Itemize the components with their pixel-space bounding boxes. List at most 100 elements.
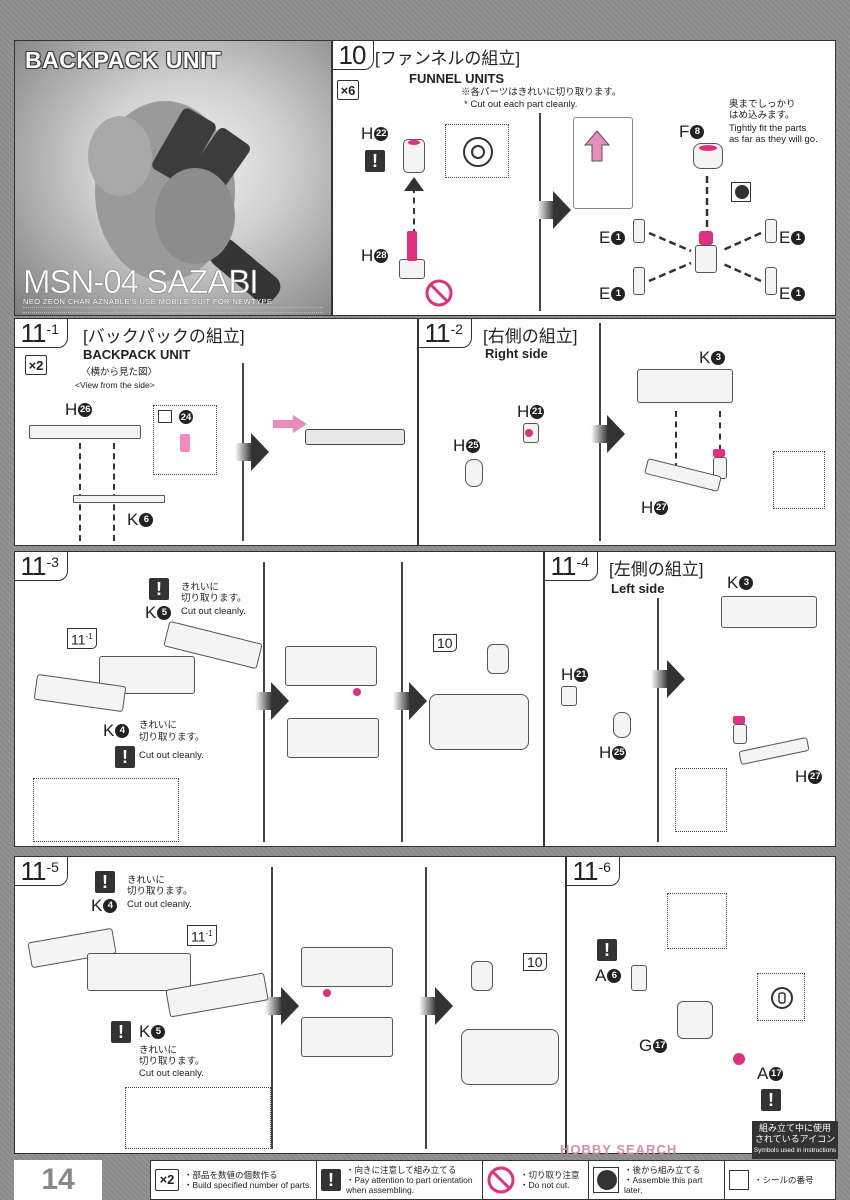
part-h22 [403,139,425,173]
step-title-en: Left side [611,581,665,596]
legend-header-jp-2: されているアイコン [754,1134,836,1144]
cut-note-jp-1: きれいに [127,875,166,886]
step-number: 11 [20,317,47,348]
cut-note-jp-1: きれいに [181,582,220,593]
lower-half [287,718,379,758]
pink-highlight [699,231,713,245]
part-e1 [765,219,777,243]
watermark: HOBBY SEARCH [560,1142,678,1157]
step-number-tab: 11-2 [417,317,472,348]
cut-note-jp: ※各パーツはきれいに切り取ります。 [461,87,622,98]
cut-note-en: Cut out cleanly. [139,1068,204,1079]
sticker-icon [158,410,172,423]
assemble-later-icon [731,182,751,202]
step-number-tab: 11-4 [543,550,598,581]
assemble-later-icon [593,1167,619,1193]
hero-subtitle: NEO ZEON CHAR AZNABLE'S USE MOBILE SUIT … [23,297,273,306]
lower-half [301,1017,393,1057]
next-step-arrow-icon [255,682,289,720]
backpack-subassembly [87,953,191,991]
next-step-arrow-icon [419,987,453,1025]
step-sub-number: -5 [46,858,59,875]
cut-note-jp-1: きれいに [139,1045,178,1056]
step-title-jp: [バックパックの組立] [83,327,245,346]
up-arrow-pink-icon [583,130,611,162]
assembly-arrow [675,411,677,469]
part-e1 [765,267,777,295]
legend-jp: ・シールの番号 [754,1175,814,1185]
detail-box: 24 [153,405,217,475]
legend-jp: ・部品を数値の個数作る [184,1170,278,1180]
fit-note-jp-1: 奥までしっかり [729,99,796,110]
part-e1 [633,267,645,295]
upper-half [301,947,393,987]
step-number: 11 [572,855,599,886]
legend-jp: ・向きに注意して組み立てる [346,1165,457,1175]
funnel-assembly [695,245,717,273]
funnel-unit [487,644,509,674]
upper-half [285,646,377,686]
divider [657,598,659,842]
assembly-arrow [113,443,115,541]
step-number-tab: 11-3 [13,550,68,581]
step-sub-number: -4 [576,553,589,570]
pink-highlight [323,989,331,997]
detail-box [773,451,825,509]
cut-note-jp-2: 切り取ります。 [139,732,205,743]
part-h25 [613,712,631,738]
right-arrow-pink-icon [273,415,307,433]
step-number: 10 [338,39,367,70]
part-h25 [465,459,483,487]
step-11-1-panel: 11-1 [バックパックの組立] BACKPACK UNIT ×2 〈横から見た… [13,317,418,546]
step-sub-number: -2 [450,320,463,337]
step-number: 11 [20,550,47,581]
do-not-cut-icon [425,279,453,307]
warning-icon: ! [597,939,617,961]
warning-icon: ! [115,746,135,768]
pink-highlight [699,145,717,151]
arrow-head-icon [404,177,424,191]
part-k6 [73,495,165,503]
next-step-arrow-icon [393,682,427,720]
part-h21 [561,686,577,706]
step-reference-10: 10 [523,953,547,971]
cut-note-jp-2: 切り取ります。 [181,593,247,604]
legend-jp: ・後から組み立てる [624,1165,701,1175]
part-h27 [644,458,722,492]
cut-note-en: * Cut out each part cleanly. [464,99,578,110]
legend-item-warning: ! ・向きに注意して組み立てる・Pay attention to part or… [317,1161,483,1199]
legend-header-jp-1: 組み立て中に使用 [758,1123,831,1133]
detail-box [445,124,509,178]
step-title-jp: [左側の組立] [609,560,704,579]
warning-icon: ! [149,578,169,600]
do-not-cut-icon [487,1166,515,1194]
backpack-assembled [429,694,529,750]
legend-jp: ・切り取り注意 [520,1170,580,1180]
step-number-tab: 10 [331,39,375,70]
cut-note-jp-2: 切り取ります。 [139,1056,205,1067]
part-k3 [721,596,817,628]
fit-note-jp-2: はめ込みます。 [729,110,795,121]
sticker-number: 24 [179,410,193,424]
step-sub-number: -1 [46,320,59,337]
detail-box [33,778,179,842]
assembly-arrows [648,176,762,283]
step-reference-10: 10 [433,634,457,652]
part-h26 [29,425,141,439]
legend-en: ・Assemble this part later. [624,1175,703,1195]
step-10-panel: 10 [ファンネルの組立] FUNNEL UNITS ×6 ※各パーツはきれいに… [331,39,836,316]
hero-image: BACKPACK UNIT MSN-04 SAZABI NEO ZEON CHA… [14,40,332,316]
view-note-jp: 〈横から見た図〉 [81,367,158,378]
part-h27 [738,736,810,766]
